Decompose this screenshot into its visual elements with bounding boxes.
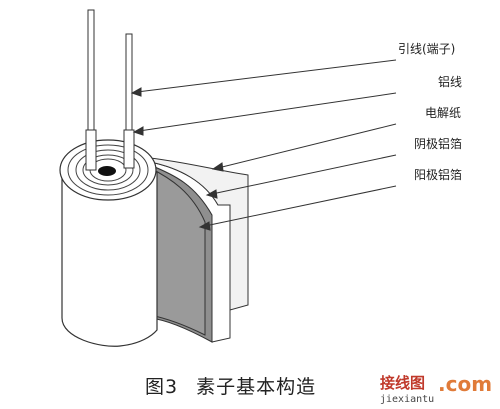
label-cathode-foil: 阴极铝箔 <box>414 137 463 151</box>
label-lead: 引线(端子) <box>398 42 456 56</box>
cathode-foil-sheet <box>149 157 249 311</box>
watermark-domain: .com <box>438 372 493 396</box>
winding-ring <box>67 144 149 196</box>
watermark-brand: 接线图 <box>380 374 426 392</box>
arrow-head <box>211 162 224 172</box>
aluminum-wire-left <box>85 129 97 171</box>
leader-line-aluminum <box>138 92 397 132</box>
lead-wire-right <box>125 33 133 131</box>
lead-wire-left <box>87 9 95 131</box>
aluminum-wire-right <box>123 129 135 169</box>
label-anode-foil: 阳极铝箔 <box>414 168 463 182</box>
arrow-head <box>130 87 142 97</box>
peeled-foil-inner <box>149 167 206 336</box>
winding-ring <box>75 149 141 191</box>
leader-line-cathode <box>211 154 397 195</box>
arrow-head <box>198 221 211 231</box>
winding-core <box>98 166 116 176</box>
figure-title: 素子基本构造 <box>196 376 317 398</box>
arrow-head <box>132 126 144 136</box>
leader-line-paper <box>217 123 397 169</box>
watermark: 接线图 .com jiexiantu <box>380 372 500 409</box>
watermark-sub: jiexiantu <box>380 394 435 405</box>
label-aluminum-wire: 铝线 <box>438 75 463 89</box>
leader-line-lead <box>136 59 397 93</box>
label-electrolytic-paper: 电解纸 <box>425 106 462 120</box>
leader-line-anode <box>204 185 397 227</box>
figure-caption: 图3 素子基本构造 <box>145 372 316 399</box>
arrow-head <box>205 189 218 199</box>
cylinder-body <box>61 171 158 347</box>
figure-number: 图3 <box>145 376 179 398</box>
winding-ring <box>82 154 134 186</box>
